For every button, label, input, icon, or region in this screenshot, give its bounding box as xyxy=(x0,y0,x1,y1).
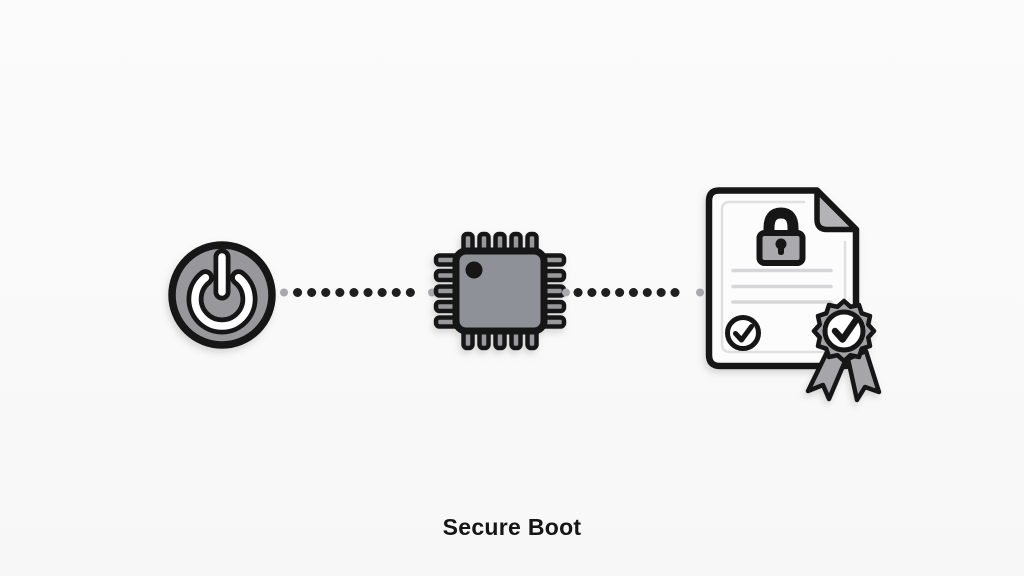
dotted-connector-1 xyxy=(280,288,436,297)
text-lines xyxy=(731,268,833,304)
lock-icon xyxy=(756,207,806,266)
dotted-connector-2 xyxy=(562,288,704,297)
diagram-title: Secure Boot xyxy=(442,514,582,540)
seal-checkmark xyxy=(831,316,860,343)
ribbon-seal-icon xyxy=(805,298,882,403)
chip-icon xyxy=(433,231,567,351)
chip-pin1-dot xyxy=(465,261,483,279)
folded-corner xyxy=(814,187,859,233)
check-circle-icon xyxy=(725,315,761,351)
power-button-icon xyxy=(168,241,276,349)
ribbon-tail-right xyxy=(845,348,882,403)
certificate-icon xyxy=(705,187,882,403)
